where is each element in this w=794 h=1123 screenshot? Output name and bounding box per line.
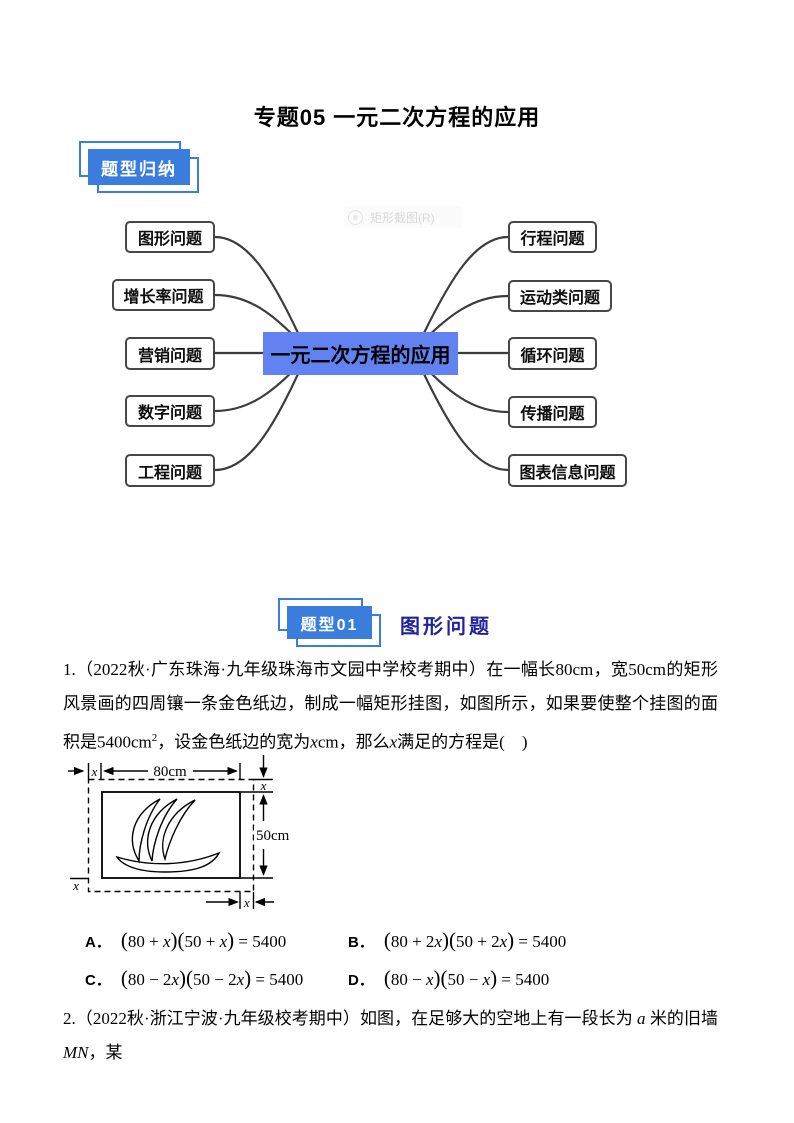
mindmap-node-marketing: 营销问题 bbox=[125, 337, 215, 370]
section-badge-type01: 题型01 bbox=[278, 598, 381, 647]
option-a-equation: (80 + x)(50 + x) = 5400 bbox=[120, 928, 287, 952]
dim-80cm-label: 80cm bbox=[153, 764, 187, 780]
option-b: B． (80 + 2x)(50 + 2x) = 5400 bbox=[348, 928, 566, 953]
option-c-label: C． bbox=[85, 972, 111, 989]
option-d-equation: (80 − x)(50 − x) = 5400 bbox=[383, 966, 550, 990]
section-title: 图形问题 bbox=[400, 616, 492, 638]
border-x-label-top-right: x bbox=[260, 778, 267, 793]
question-1-figure: x 80cm x 50cm x x bbox=[68, 755, 300, 910]
option-c-equation: (80 − 2x)(50 − 2x) = 5400 bbox=[120, 966, 304, 990]
option-b-equation: (80 + 2x)(50 + 2x) = 5400 bbox=[383, 928, 567, 952]
section-badge-guina: 题型归纳 bbox=[79, 141, 199, 193]
border-x-label-bottom-left: x bbox=[72, 878, 79, 893]
badge-label: 题型归纳 bbox=[88, 149, 190, 185]
screenshot-tool-icon bbox=[348, 209, 363, 225]
watermark-tooltip: 矩形截图(R) bbox=[344, 206, 462, 228]
mindmap-node-growth-rate: 增长率问题 bbox=[112, 279, 215, 311]
option-d-label: D． bbox=[348, 972, 374, 989]
border-x-label-bottom-right: x bbox=[243, 895, 250, 910]
page-title: 专题05 一元二次方程的应用 bbox=[253, 105, 541, 130]
border-x-label-top-left: x bbox=[91, 764, 98, 779]
question-2-text: 2.（2022秋·浙江宁波·九年级校考期中）如图，在足够大的空地上有一段长为 a… bbox=[63, 1009, 718, 1062]
mindmap-center-node: 一元二次方程的应用 bbox=[263, 332, 458, 375]
sailboat-drawing bbox=[115, 798, 221, 873]
option-c: C． (80 − 2x)(50 − 2x) = 5400 bbox=[85, 966, 303, 991]
mindmap-node-spread: 传播问题 bbox=[508, 396, 597, 428]
option-a-label: A． bbox=[85, 934, 111, 951]
mindmap-node-engineering: 工程问题 bbox=[125, 454, 215, 487]
mindmap-node-travel: 行程问题 bbox=[508, 221, 597, 253]
outer-frame-dashed-rect bbox=[87, 778, 255, 893]
mindmap: 图形问题 增长率问题 营销问题 数字问题 工程问题 一元二次方程的应用 行程问题… bbox=[0, 0, 794, 520]
inner-picture-rect bbox=[101, 791, 241, 879]
mindmap-node-motion: 运动类问题 bbox=[508, 280, 612, 312]
mindmap-node-cycle: 循环问题 bbox=[508, 337, 597, 370]
badge-label: 题型01 bbox=[287, 606, 372, 639]
mindmap-node-chart-info: 图表信息问题 bbox=[508, 454, 627, 487]
option-d: D． (80 − x)(50 − x) = 5400 bbox=[348, 966, 549, 991]
option-a: A． (80 + x)(50 + x) = 5400 bbox=[85, 928, 286, 953]
mindmap-node-shape-problems: 图形问题 bbox=[125, 221, 215, 253]
question-1-text: 1.（2022秋·广东珠海·九年级珠海市文园中学校考期中）在一幅长80cm，宽5… bbox=[63, 660, 718, 752]
mindmap-connector-lines bbox=[213, 235, 510, 472]
mindmap-node-number-problems: 数字问题 bbox=[125, 395, 215, 427]
dim-50cm-label: 50cm bbox=[256, 828, 290, 844]
option-b-label: B． bbox=[348, 934, 374, 951]
watermark-text: 矩形截图(R) bbox=[370, 210, 435, 225]
